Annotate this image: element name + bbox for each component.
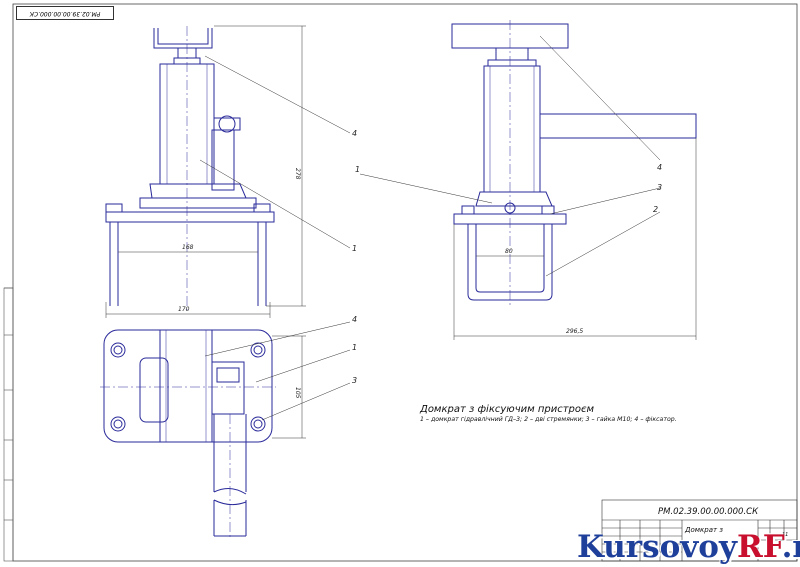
plan-dimensions	[272, 335, 306, 439]
dim-overall-width: 170	[178, 306, 190, 313]
watermark-part-1: Kursovoy	[577, 529, 737, 565]
side-view	[451, 20, 697, 306]
callout-4-side: 4	[657, 163, 662, 172]
callout-3-plan: 3	[352, 376, 357, 385]
sheet-total: 11	[782, 532, 789, 538]
dim-plan-height: 105	[294, 387, 301, 399]
dim-side-overall: 296,5	[566, 328, 583, 335]
side-leaders	[359, 35, 661, 277]
note-title: Домкрат з фіксуючим пристроєм	[420, 404, 595, 415]
plan-view	[100, 329, 276, 540]
document-title: Домкрат з	[685, 526, 724, 534]
dim-inner-width: 168	[182, 244, 194, 251]
watermark-part-3: .ru	[781, 529, 800, 565]
sheet-frame	[12, 3, 798, 562]
watermark-part-2: RF	[736, 529, 782, 565]
callout-1-front: 1	[355, 165, 360, 174]
front-dimensions	[105, 25, 306, 318]
callout-1-lower: 1	[352, 244, 357, 253]
front-leaders	[199, 55, 351, 249]
document-code: РМ.02.39.00.00.000.СК	[658, 507, 759, 517]
callout-1-plan: 1	[352, 343, 357, 352]
callout-3-side: 3	[657, 183, 662, 192]
plan-leaders	[204, 321, 351, 421]
filing-strip	[3, 287, 14, 562]
callout-4-plan: 4	[352, 315, 357, 324]
rotated-document-code: РМ.02.39.00.00.000.СК	[16, 6, 114, 20]
side-dimensions	[453, 138, 697, 340]
dim-height: 278	[294, 168, 301, 180]
note-legend: 1 – домкрат гідравлічний ГД–3; 2 – дві с…	[420, 416, 677, 423]
callout-4-front: 4	[352, 129, 357, 138]
callout-2-side: 2	[653, 205, 658, 214]
front-view	[105, 26, 275, 310]
site-watermark: KursovoyRF.ru	[577, 527, 800, 567]
title-block	[601, 499, 798, 562]
dim-stirrup-width: 80	[505, 248, 513, 255]
